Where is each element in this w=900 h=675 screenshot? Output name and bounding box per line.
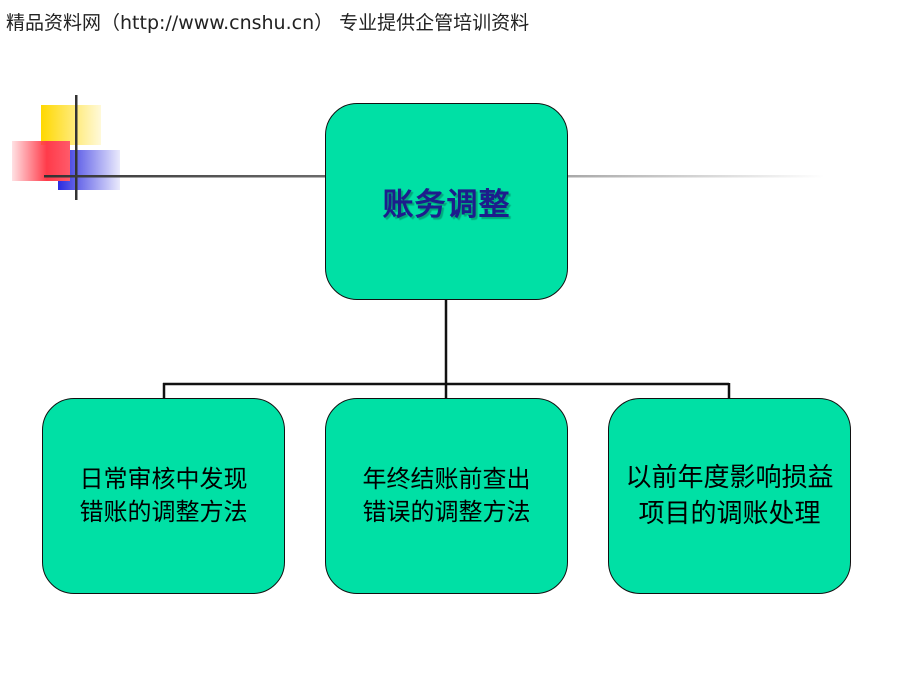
deco-vertical-line [75, 95, 78, 200]
deco-yellow-square [41, 105, 101, 145]
child-node-box: 年终结账前查出 错误的调整方法 [325, 398, 568, 594]
root-node-box: 账务调整 [325, 103, 568, 300]
root-node-label: 账务调整 [382, 187, 511, 223]
child-node-label: 日常审核中发现 错账的调整方法 [79, 465, 248, 526]
child-node-box: 以前年度影响损益 项目的调账处理 [608, 398, 851, 594]
child-node-box: 日常审核中发现 错账的调整方法 [42, 398, 285, 594]
deco-red-square [12, 141, 70, 181]
child-node-label: 以前年度影响损益 项目的调账处理 [625, 463, 834, 529]
watermark-header: 精品资料网（http://www.cnshu.cn） 专业提供企管培训资料 [6, 12, 530, 34]
child-node-label: 年终结账前查出 错误的调整方法 [362, 465, 531, 526]
